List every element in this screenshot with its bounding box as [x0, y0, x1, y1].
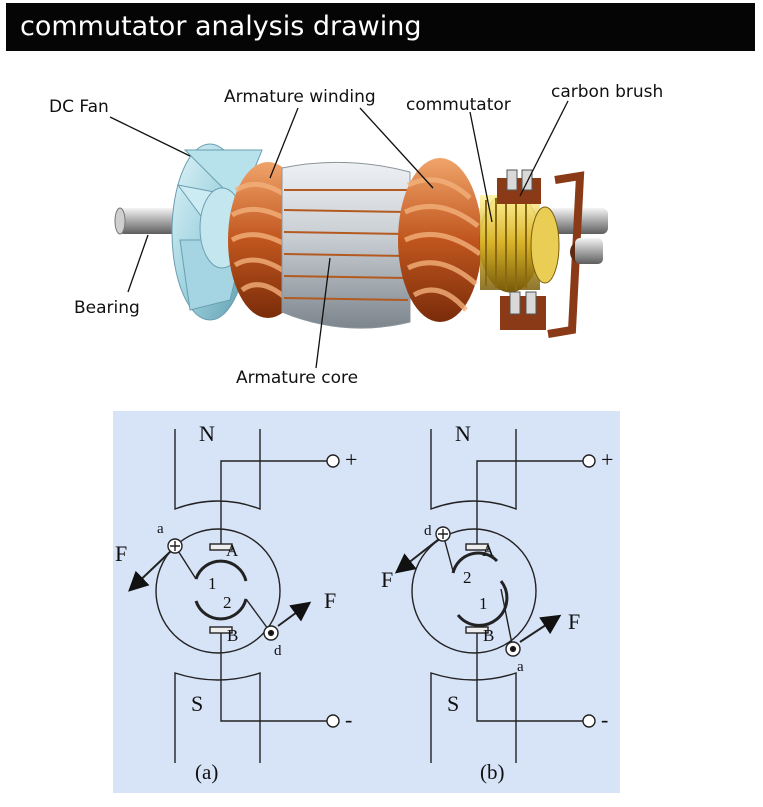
armature-illustration — [109, 100, 608, 369]
armature-core — [281, 161, 411, 329]
terminal-plus-label-b: + — [601, 447, 613, 472]
terminal-minus-b — [582, 714, 596, 728]
brush-a-label-b: A — [482, 541, 495, 560]
force-left-label-a: F — [115, 541, 127, 566]
diagram-b — [394, 429, 596, 763]
diagram-a — [128, 429, 340, 763]
pole-s-label-b: S — [447, 691, 459, 716]
conductor-d-label-a: d — [274, 643, 282, 659]
brush-b-label-a: B — [227, 626, 238, 645]
segment-2-label-b: 2 — [463, 568, 472, 587]
pole-n-a — [174, 429, 261, 511]
conductor-d-label-b: d — [424, 523, 432, 539]
page-title: commutator analysis drawing — [20, 11, 422, 42]
force-arrow-left-a — [128, 550, 172, 592]
commutator — [479, 191, 560, 293]
label-armature-core: Armature core — [236, 368, 359, 388]
terminal-plus-label-a: + — [345, 447, 357, 472]
terminal-minus-a — [326, 714, 340, 728]
terminal-plus-b — [582, 454, 596, 468]
terminal-minus-label-b: - — [601, 707, 608, 732]
pole-n-b — [430, 429, 517, 511]
armature-circle-b — [411, 528, 537, 654]
segment-1-a — [194, 559, 248, 582]
label-commutator: commutator — [406, 95, 511, 115]
brush-b-label-b: B — [483, 626, 494, 645]
schematic-diagrams: N S + - A B 1 2 a d F F (a) N S — [115, 421, 613, 784]
segment-1-label-b: 1 — [479, 594, 488, 613]
segment-2-label-a: 2 — [223, 593, 232, 612]
terminal-minus-label-a: - — [345, 707, 352, 732]
pole-s-label-a: S — [191, 691, 203, 716]
terminal-plus-a — [326, 454, 340, 468]
segment-1-b — [456, 580, 509, 627]
force-arrow-right-b — [519, 614, 562, 643]
caption-a: (a) — [195, 760, 218, 784]
force-left-label-b: F — [381, 567, 393, 592]
force-right-label-b: F — [568, 609, 580, 634]
force-arrow-left-b — [394, 538, 440, 574]
pole-n-label-a: N — [199, 421, 215, 446]
caption-b: (b) — [480, 760, 505, 784]
segment-2-a — [194, 598, 248, 621]
brush-a-label-a: A — [226, 541, 239, 560]
force-right-label-a: F — [324, 588, 336, 613]
label-armature-winding: Armature winding — [224, 87, 376, 107]
label-dc-fan: DC Fan — [49, 97, 109, 117]
pole-n-label-b: N — [455, 421, 471, 446]
segment-1-label-a: 1 — [208, 574, 217, 593]
conductor-a-label-a: a — [157, 521, 164, 537]
title-bar: commutator analysis drawing — [6, 3, 755, 51]
armature-circle-a — [155, 528, 281, 654]
schematic-panel: N S + - A B 1 2 a d F F (a) N S — [113, 411, 620, 793]
force-arrow-right-a — [277, 601, 312, 627]
armature-winding-right — [398, 158, 482, 322]
conductor-a-label-b: a — [517, 659, 524, 675]
segment-2-b — [451, 551, 499, 574]
pole-s-b — [430, 672, 517, 763]
pole-s-a — [174, 672, 261, 763]
label-carbon-brush: carbon brush — [551, 82, 664, 102]
shaft-end — [114, 207, 126, 235]
label-bearing: Bearing — [74, 298, 140, 318]
